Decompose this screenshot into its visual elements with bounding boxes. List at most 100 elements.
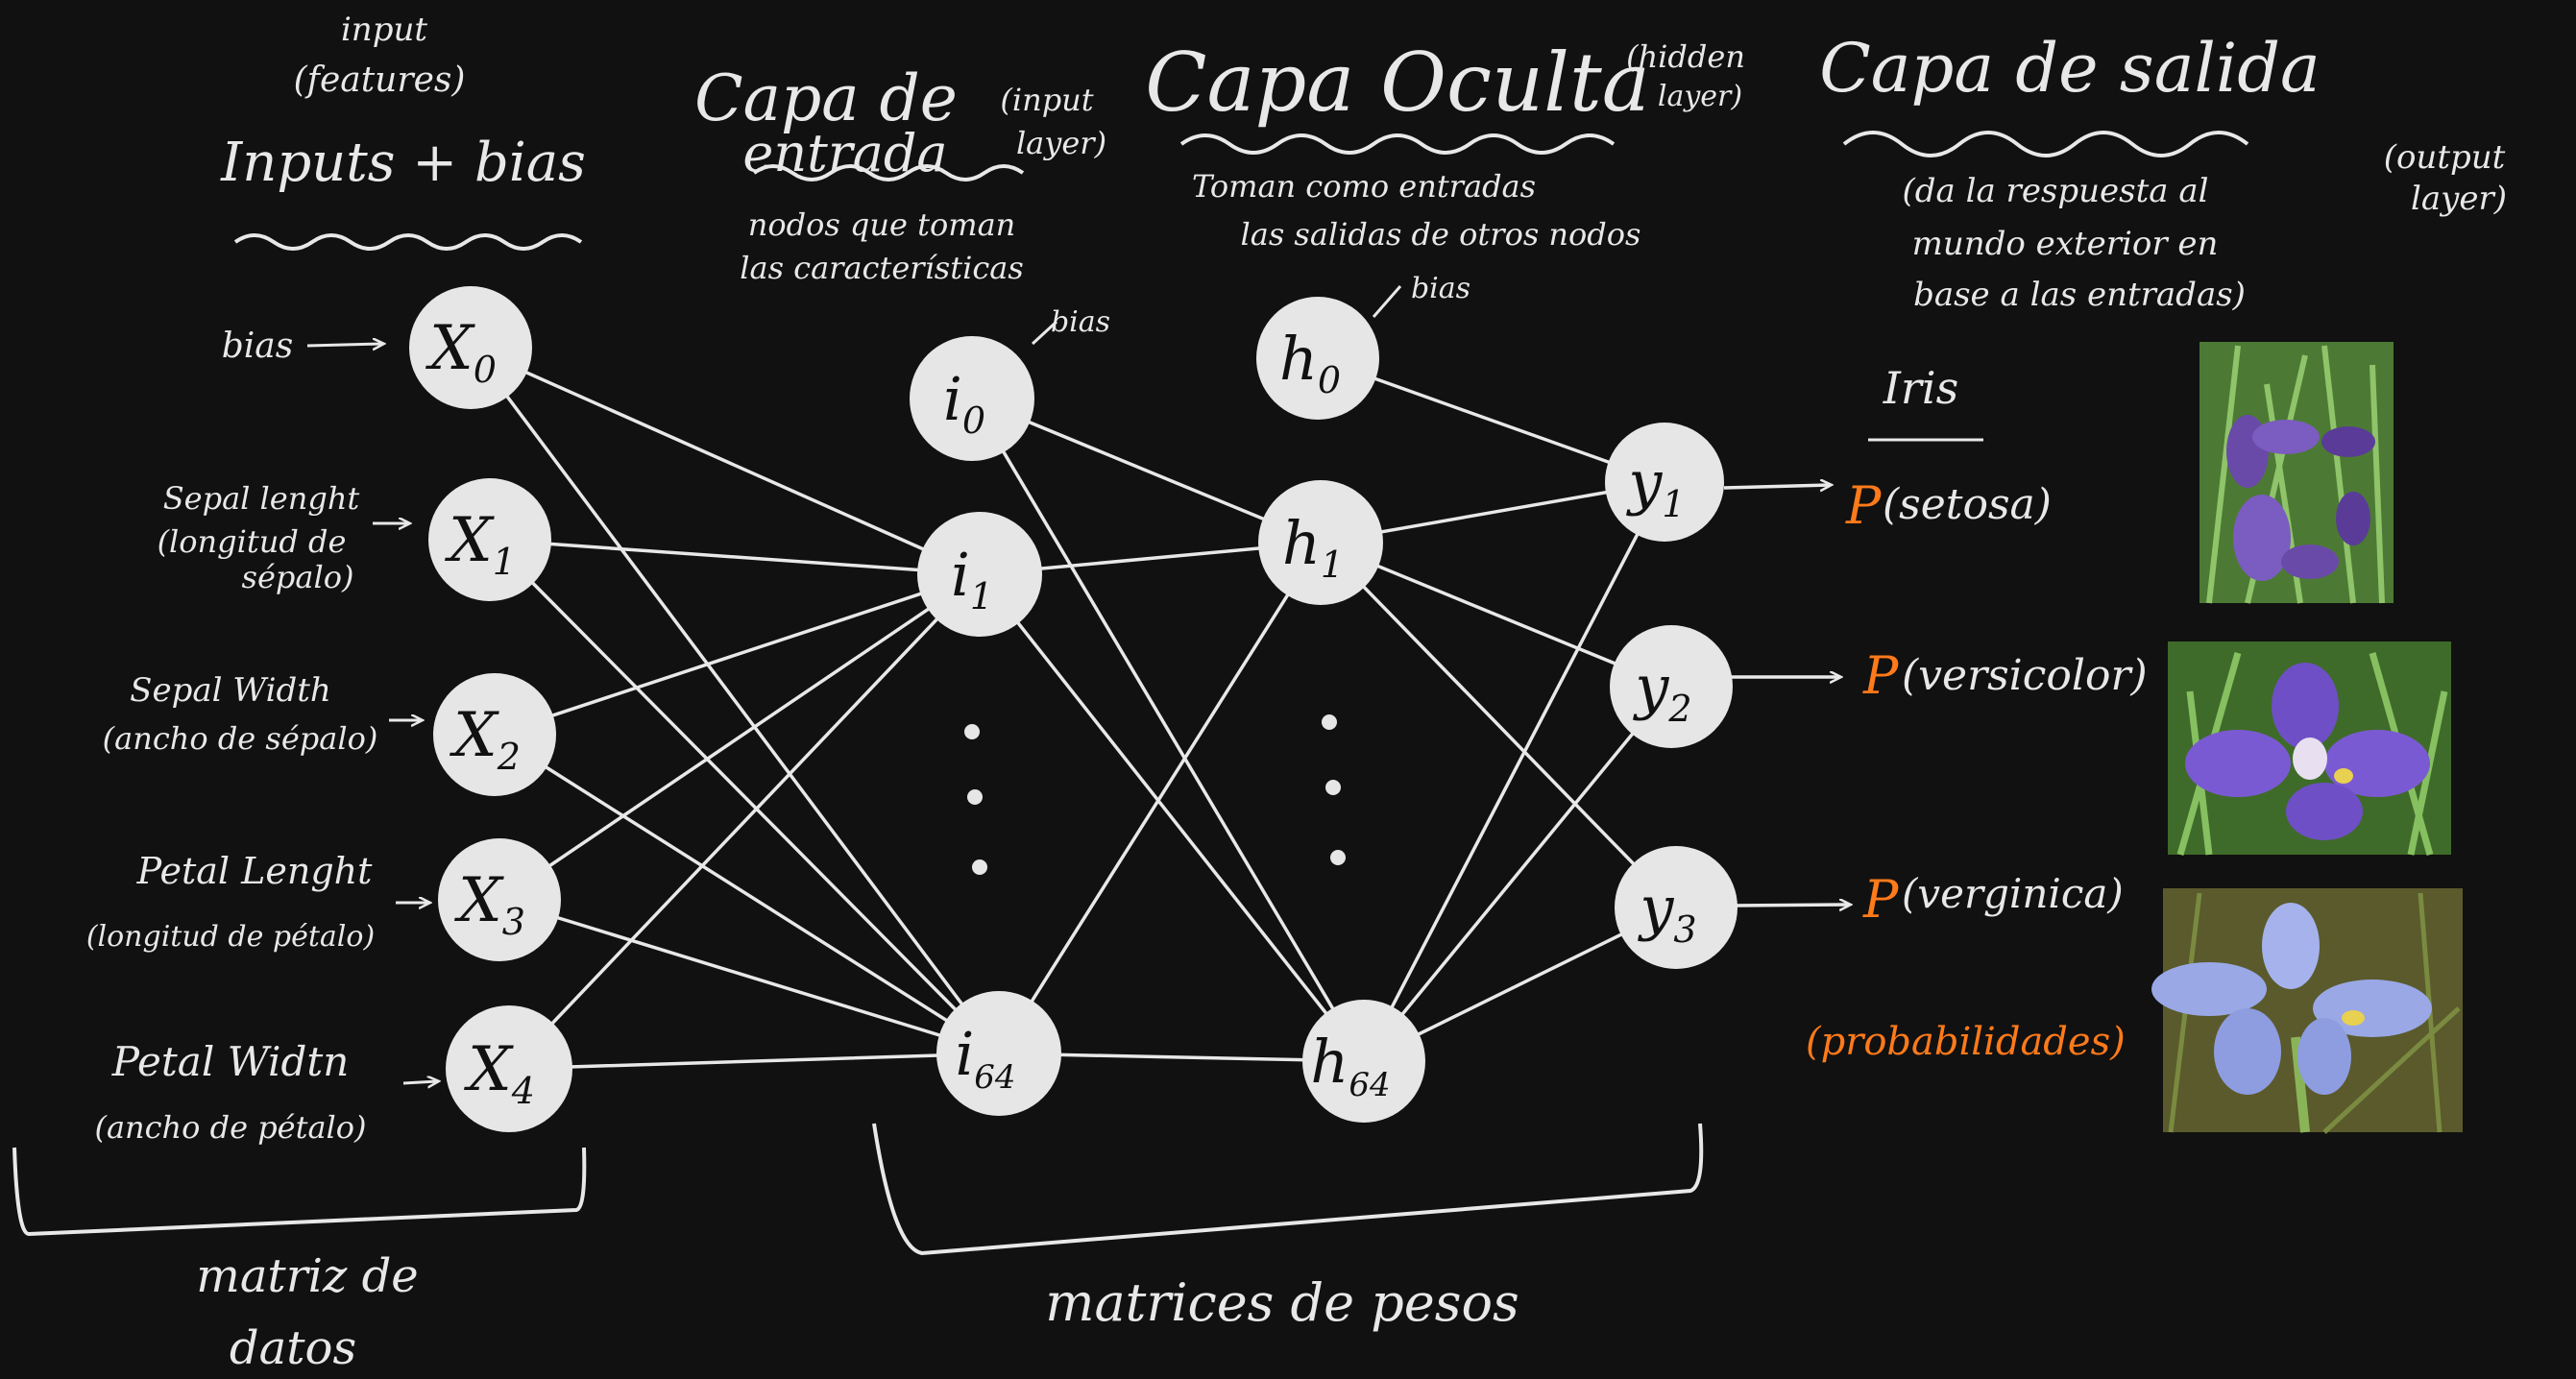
hidden-layer-en-1: (hidden bbox=[1626, 38, 1745, 75]
output-layer-title: Capa de salida bbox=[1819, 29, 2321, 108]
node-y1: y1 bbox=[1605, 423, 1724, 542]
edge-h1-y2 bbox=[1319, 541, 1673, 689]
edge-x2-i64 bbox=[493, 733, 1001, 1055]
node-circle bbox=[1302, 1000, 1425, 1123]
input-layer-desc-2: las características bbox=[740, 250, 1023, 286]
output-labels: Iris P (setosa) P (versicolor) P (vergin… bbox=[1806, 362, 2148, 1064]
bottom-labels: matriz de datos matrices de pesos bbox=[196, 1249, 1519, 1375]
edge-i1-h64 bbox=[978, 572, 1366, 1063]
node-circle bbox=[438, 838, 561, 961]
iris-label: Iris bbox=[1883, 362, 1958, 414]
probabilities-note: (probabilidades) bbox=[1806, 1020, 2126, 1064]
node-h64: h64 bbox=[1302, 1000, 1425, 1123]
input-layer-ellipsis bbox=[964, 724, 987, 875]
inputs-note-line2: (features) bbox=[294, 60, 466, 100]
petal-length-es: (longitud de pétalo) bbox=[86, 920, 375, 954]
node-circle bbox=[409, 286, 532, 409]
sepal-width-es: (ancho de sépalo) bbox=[103, 720, 378, 757]
input-layer-title-1: Capa de bbox=[694, 61, 958, 135]
bias-label: bias bbox=[222, 327, 294, 366]
node-circle bbox=[1605, 423, 1724, 542]
edge-i0-h64 bbox=[970, 397, 1366, 1063]
data-matrix-label-1: matriz de bbox=[196, 1249, 418, 1303]
hidden-layer-desc-2: las salidas de otros nodos bbox=[1241, 216, 1641, 253]
inputs-header: input (features) Inputs + bias bbox=[220, 11, 586, 194]
hidden-layer-title: Capa Oculta bbox=[1145, 36, 1650, 130]
edge-h1-y3 bbox=[1319, 541, 1678, 909]
input-labels: bias Sepal lenght (longitud de sépalo) S… bbox=[86, 327, 378, 1146]
input-layer-header: Capa de entrada (input layer) nodos que … bbox=[694, 61, 1110, 339]
output-layer-en-1: (output bbox=[2384, 138, 2506, 177]
node-label-h64: h64 bbox=[1310, 1027, 1390, 1104]
p-setosa-symbol: P bbox=[1845, 475, 1883, 536]
data-matrix-label-2: datos bbox=[230, 1321, 356, 1375]
edge-x0-i1 bbox=[469, 346, 982, 576]
input-layer-title-2: entrada bbox=[742, 123, 947, 183]
edge-h64-y2 bbox=[1362, 685, 1673, 1063]
output-layer-underline bbox=[1842, 131, 2249, 157]
node-y2: y2 bbox=[1610, 625, 1733, 748]
inputs-note-line1: input bbox=[341, 11, 427, 49]
inputs-title-underline bbox=[233, 233, 583, 251]
hidden-layer-en-2: layer) bbox=[1658, 80, 1742, 113]
node-x3: X3 bbox=[438, 838, 561, 961]
inputs-title: Inputs + bias bbox=[220, 132, 586, 194]
hidden-layer-ellipsis bbox=[1322, 714, 1346, 865]
output-layer-desc-1: (da la respuesta al bbox=[1903, 172, 2209, 210]
edge-x3-i1 bbox=[498, 572, 982, 902]
edge-x1-i1 bbox=[488, 538, 982, 576]
petal-width-label: Petal Widtn bbox=[111, 1038, 350, 1085]
sepal-length-es-2: sépalo) bbox=[242, 559, 354, 595]
node-label-h0: h0 bbox=[1279, 324, 1341, 401]
node-i0: i0 bbox=[910, 336, 1034, 461]
weights-matrix-label: matrices de pesos bbox=[1045, 1272, 1519, 1333]
output-layer-en-2: layer) bbox=[2411, 180, 2507, 218]
output-layer-desc-2: mundo exterior en bbox=[1912, 225, 2219, 263]
sepal-length-label: Sepal lenght bbox=[163, 480, 360, 517]
input-arrows bbox=[306, 344, 437, 1083]
edge-x4-i1 bbox=[507, 572, 982, 1071]
node-circle bbox=[446, 1005, 572, 1132]
sepal-width-label: Sepal Width bbox=[130, 671, 331, 710]
node-label-y1: y1 bbox=[1625, 448, 1685, 525]
edge-x3-i64 bbox=[498, 898, 1001, 1055]
hidden-bias-pointer bbox=[1372, 285, 1402, 318]
node-circle bbox=[1615, 846, 1738, 969]
iris-setosa-flower-photo bbox=[2199, 342, 2394, 604]
node-circle bbox=[936, 991, 1061, 1116]
node-x0: X0 bbox=[409, 286, 532, 409]
input-layer-en-2: layer) bbox=[1016, 125, 1106, 161]
node-circle bbox=[917, 512, 1042, 637]
edge-x4-i64 bbox=[507, 1052, 1001, 1071]
node-circle bbox=[433, 673, 556, 796]
node-circle bbox=[1610, 625, 1733, 748]
edge-h64-y1 bbox=[1362, 480, 1666, 1063]
input-bias-pointer bbox=[1031, 320, 1058, 346]
node-circle bbox=[1258, 480, 1383, 605]
p-versicolor-label: (versicolor) bbox=[1902, 651, 2148, 700]
edge-x0-i64 bbox=[469, 346, 1001, 1055]
node-x1: X1 bbox=[428, 478, 551, 601]
sepal-length-es-1: (longitud de bbox=[158, 523, 347, 560]
node-i1: i1 bbox=[917, 512, 1042, 637]
node-y3: y3 bbox=[1615, 846, 1738, 969]
edge-i64-h1 bbox=[997, 541, 1323, 1055]
input-layer-desc-1: nodos que toman bbox=[748, 206, 1016, 243]
hidden-bias-note: bias bbox=[1411, 272, 1470, 305]
input-layer-en-1: (input bbox=[1000, 82, 1093, 118]
input-layer-underline bbox=[752, 164, 1025, 181]
weights-matrix-brace bbox=[872, 1123, 1704, 1256]
p-setosa-label: (setosa) bbox=[1883, 480, 2052, 529]
data-matrix-brace bbox=[12, 1147, 587, 1237]
node-h0: h0 bbox=[1256, 297, 1379, 420]
output-arrows bbox=[1723, 485, 1849, 906]
node-i64: i64 bbox=[936, 991, 1061, 1116]
petal-width-es: (ancho de pétalo) bbox=[94, 1109, 366, 1146]
p-versicolor-symbol: P bbox=[1862, 645, 1900, 706]
edge-i0-h1 bbox=[970, 397, 1323, 544]
p-virginica-symbol: P bbox=[1862, 869, 1900, 930]
edge-x2-i1 bbox=[493, 572, 982, 737]
connections bbox=[469, 346, 1678, 1071]
